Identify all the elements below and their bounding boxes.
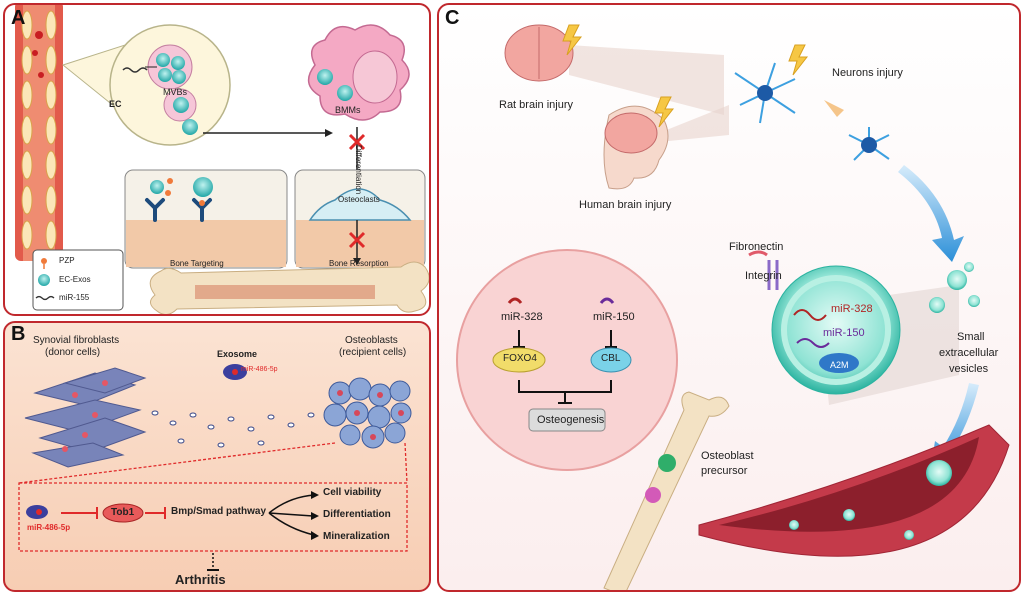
osteoblast-precursor	[645, 454, 676, 503]
legend-box	[32, 249, 124, 311]
neuron	[734, 62, 796, 124]
panel-c-illustration	[456, 24, 1010, 590]
panel-a-illustration	[15, 5, 429, 314]
bmms-label: BMMs	[335, 105, 361, 115]
outcome-differentiation: Differentiation	[323, 509, 391, 520]
foxo4-label: FOXO4	[503, 353, 537, 364]
mechanism-inset	[456, 249, 678, 471]
donor-title: Synovial fibroblasts	[33, 335, 120, 346]
small-ev-label-1: Small	[957, 331, 985, 343]
panel-b-illustration	[18, 364, 412, 571]
outcome-cell-viability: Cell viability	[323, 487, 382, 498]
arthritis-label: Arthritis	[175, 572, 226, 587]
osteoclasts-label: Osteoclasts	[338, 195, 380, 204]
cbl-label: CBL	[601, 353, 621, 364]
outcome-mineralization: Mineralization	[323, 531, 390, 542]
vesicle-mir-328-label: miR-328	[831, 303, 873, 315]
bmp-smad-label: Bmp/Smad pathway	[171, 506, 267, 517]
legend-mir-155: miR-155	[59, 293, 90, 302]
exosome-mir-label: miR-486-5p	[241, 366, 278, 373]
mvbs-label: MVBs	[163, 87, 188, 97]
exosome-dots	[151, 410, 315, 448]
differentiation-label: Differentiation	[354, 145, 363, 195]
panel-a-label: A	[11, 7, 26, 29]
osteoblast-label-2: precursor	[701, 465, 748, 477]
osteoclast-cell	[308, 188, 412, 221]
exosome-label: Exosome	[217, 349, 258, 359]
panel-c-label: C	[445, 7, 460, 29]
small-ev-label-3: vesicles	[949, 363, 989, 375]
pathway-callout	[18, 442, 408, 552]
osteogenesis-label: Osteogenesis	[537, 414, 605, 426]
bmm-cell	[307, 24, 410, 121]
legend-pzp: PZP	[59, 256, 75, 265]
exosome	[182, 119, 198, 135]
fibronectin-label: Fibronectin	[729, 241, 784, 253]
bone-resorption-label: Bone Resorption	[329, 259, 389, 268]
panel-b-label: B	[11, 323, 26, 345]
osteoblast-label-1: Osteoblast	[701, 450, 754, 462]
lightning-icon	[562, 24, 809, 128]
integrin	[767, 260, 779, 290]
recipient-subtitle: (recipient cells)	[339, 347, 407, 358]
osteoblast-cluster	[323, 377, 412, 449]
injured-neuron	[848, 127, 890, 161]
mir-328-label: miR-328	[501, 311, 543, 323]
osteogenesis-node	[528, 408, 606, 432]
a2m-label: A2M	[830, 360, 849, 370]
rat-brain-label: Rat brain injury	[499, 99, 573, 111]
donor-subtitle: (donor cells)	[45, 347, 101, 358]
legend-ec-exos: EC-Exos	[59, 275, 91, 284]
panel-b: B Synovial fibroblasts (donor cells) Ost…	[3, 321, 431, 592]
synovial-fibroblasts	[24, 367, 147, 468]
inhibition-x-icon	[348, 133, 366, 151]
panel-a: A EC MVBs BMMs Differentiation Osteoclas…	[3, 3, 431, 316]
foxo4-node	[492, 347, 546, 373]
mir-155-icon	[35, 295, 55, 301]
a2m-node	[819, 353, 859, 373]
mir-150-label: miR-150	[593, 311, 635, 323]
small-ev-label-2: extracellular	[939, 347, 999, 359]
panel-c: C Rat brain injury Human brain injury Ne…	[437, 3, 1021, 592]
human-brain-label: Human brain injury	[579, 199, 672, 211]
pzp-icon	[41, 258, 47, 269]
blood-vessel	[15, 5, 63, 261]
tob1-node	[102, 503, 144, 523]
integrin-label: Integrin	[745, 270, 782, 282]
vesicle-mir-150-label: miR-150	[823, 327, 865, 339]
cbl-node	[590, 347, 632, 373]
pathway-mir-label: miR-486-5p	[27, 523, 71, 532]
bone	[603, 391, 730, 590]
mir-155-strand	[122, 67, 148, 73]
ec-exos-icon	[38, 274, 50, 286]
neurons-injury-label: Neurons injury	[832, 67, 903, 79]
bone-targeting-label: Bone Targeting	[170, 259, 224, 268]
arrow-down-icon	[898, 165, 964, 262]
recipient-title: Osteoblasts	[345, 335, 398, 346]
fibronectin-strand	[748, 250, 768, 257]
ec-label: EC	[109, 99, 122, 109]
mvb-vesicle	[147, 44, 197, 122]
vesicle-cluster	[929, 262, 980, 313]
tob1-label: Tob1	[111, 507, 135, 518]
small-ev	[771, 265, 901, 395]
